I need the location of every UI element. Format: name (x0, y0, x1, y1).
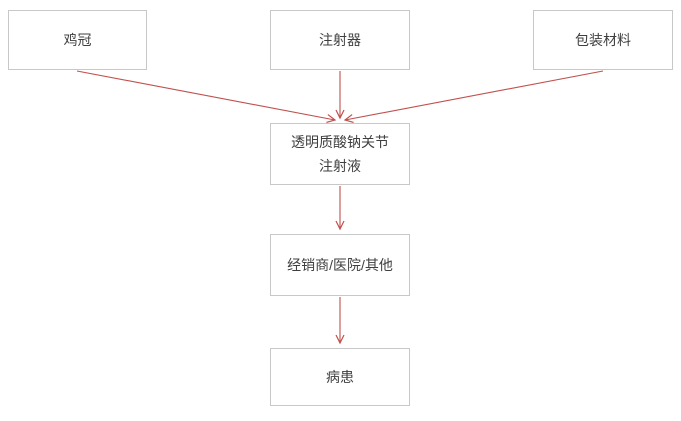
node-patient: 病患 (270, 348, 410, 406)
node-sodium-hyaluronate-injection: 透明质酸钠关节 注射液 (270, 123, 410, 185)
node-patient-label: 病患 (326, 369, 354, 385)
node-packaging-materials: 包装材料 (533, 10, 673, 70)
node-distributor-hospital-other-label: 经销商/医院/其他 (287, 257, 393, 273)
arrow-packaging-to-product (343, 70, 604, 124)
node-distributor-hospital-other: 经销商/医院/其他 (270, 234, 410, 296)
node-sodium-hyaluronate-injection-label: 透明质酸钠关节 注射液 (291, 134, 389, 174)
node-chicken-comb-label: 鸡冠 (63, 32, 92, 48)
node-packaging-materials-label: 包装材料 (575, 32, 631, 48)
node-syringe-label: 注射器 (319, 32, 361, 48)
node-syringe: 注射器 (270, 10, 410, 70)
node-chicken-comb: 鸡冠 (8, 10, 147, 70)
arrow-comb-to-product (76, 70, 337, 124)
